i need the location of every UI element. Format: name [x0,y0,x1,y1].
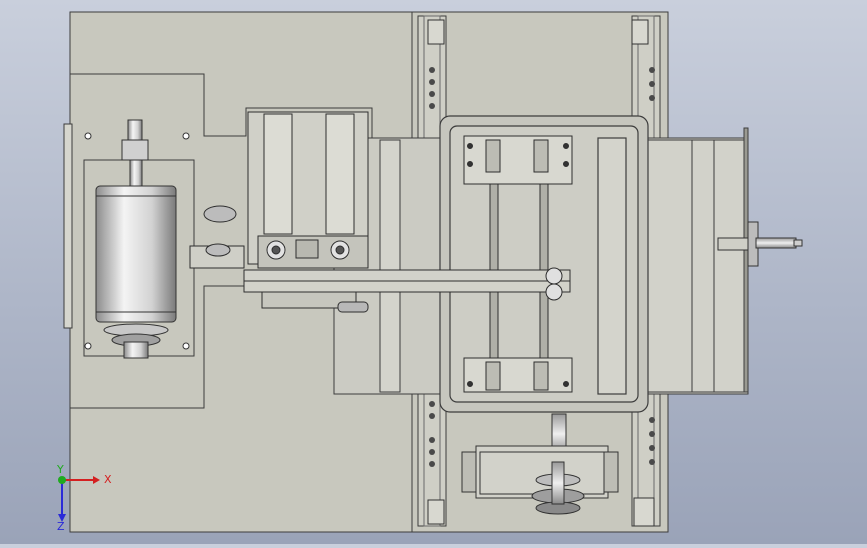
motor-assembly [95,119,177,359]
y-axis-dot-icon [58,476,66,484]
horizontal-arm [243,267,571,313]
x-axis-label: X [104,473,112,486]
gripper-head [247,111,369,269]
rail-bolts-right [649,67,655,465]
z-axis-label: Z [57,520,65,532]
mounting-holes [84,132,190,350]
belt-pulley [189,205,245,269]
z-axis-arrow-icon [58,514,66,522]
right-shaft [717,221,803,267]
x-axis-arrow-icon [93,476,100,484]
rail-bolts-left [429,67,435,467]
y-axis-label: Y [56,463,64,476]
lower-lead-screw [461,413,619,515]
coordinate-triad: X Y Z [56,463,112,532]
clamp-bottom [463,357,573,393]
